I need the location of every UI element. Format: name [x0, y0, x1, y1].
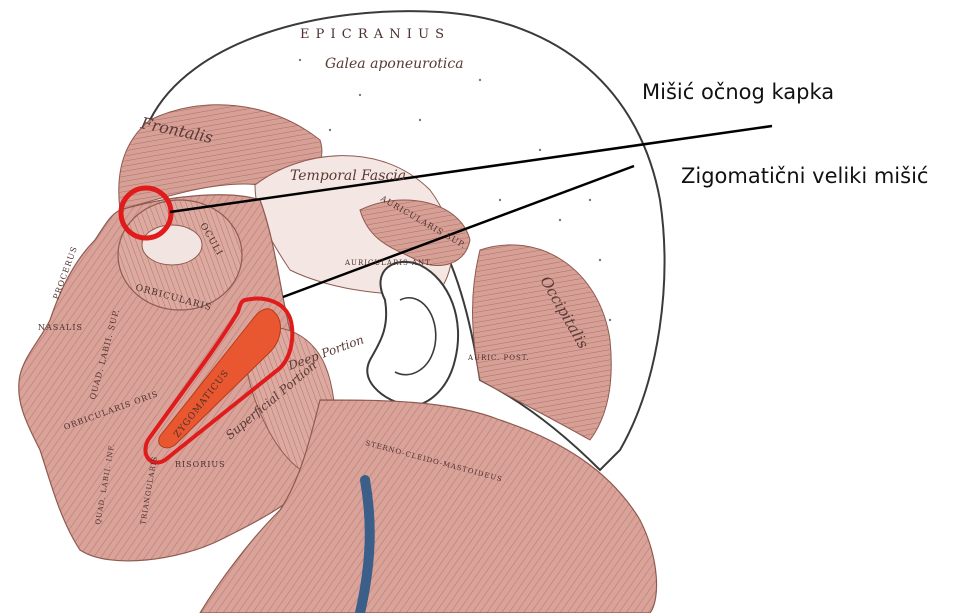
label-galea: Galea aponeurotica: [325, 56, 464, 72]
label-epicranius: E P I C R A N I U S: [300, 27, 445, 42]
label-auricularis-ant: AURICULARIS ANT.: [344, 259, 433, 267]
eye-opening: [142, 225, 202, 265]
label-nasalis: NASALIS: [38, 323, 83, 332]
eyelid-muscle-callout: Mišić očnog kapka: [642, 80, 834, 104]
label-temporal-fascia: Temporal Fascia: [290, 168, 406, 184]
label-risorius: RISORIUS: [175, 460, 226, 469]
zygomaticus-callout: Zigomatični veliki mišić: [681, 164, 928, 188]
label-auricularis-post: AURIC. POST.: [467, 354, 530, 362]
